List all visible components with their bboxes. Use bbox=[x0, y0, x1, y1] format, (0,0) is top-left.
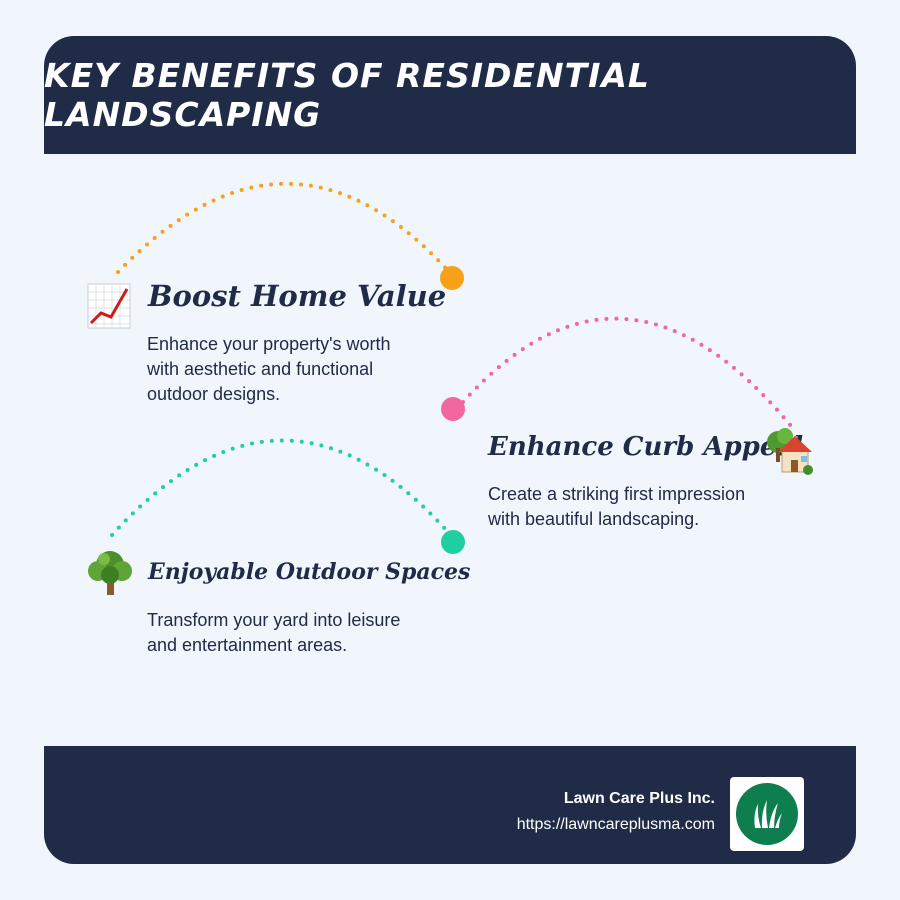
company-name: Lawn Care Plus Inc. bbox=[563, 790, 715, 807]
arc-outdoor-spaces bbox=[110, 438, 449, 537]
benefit-title-curb-appeal: Enhance Curb Appeal bbox=[488, 432, 804, 462]
company-logo bbox=[730, 777, 804, 851]
benefit-desc-outdoor-spaces: Transform your yard into leisure and ent… bbox=[147, 610, 401, 655]
deciduous-tree-icon bbox=[86, 547, 134, 605]
header-banner: KEY BENEFITS OF RESIDENTIAL LANDSCAPING bbox=[44, 36, 856, 154]
benefit-desc-boost-home-value: Enhance your property's worth with aesth… bbox=[147, 334, 391, 404]
company-url[interactable]: https://lawncareplusma.com bbox=[516, 816, 715, 833]
grass-logo-icon bbox=[736, 783, 798, 845]
footer-banner: Lawn Care Plus Inc. https://lawncareplus… bbox=[44, 746, 856, 864]
benefit-desc-curb-appeal: Create a striking first impression with … bbox=[488, 484, 746, 529]
dot-outdoor-spaces bbox=[441, 530, 465, 554]
arc-boost-home-value bbox=[116, 181, 454, 277]
benefit-title-outdoor-spaces: Enjoyable Outdoor Spaces bbox=[148, 559, 471, 585]
infographic-card: KEY BENEFITS OF RESIDENTIAL LANDSCAPING … bbox=[44, 36, 856, 864]
dot-boost-home-value bbox=[440, 266, 464, 290]
benefit-title-boost-home-value: Boost Home Value bbox=[148, 279, 447, 313]
arc-curb-appeal bbox=[461, 316, 793, 428]
house-with-garden-icon bbox=[766, 426, 816, 484]
dot-curb-appeal bbox=[441, 397, 465, 421]
chart-increasing-icon bbox=[87, 283, 131, 337]
page-title: KEY BENEFITS OF RESIDENTIAL LANDSCAPING bbox=[44, 56, 650, 134]
